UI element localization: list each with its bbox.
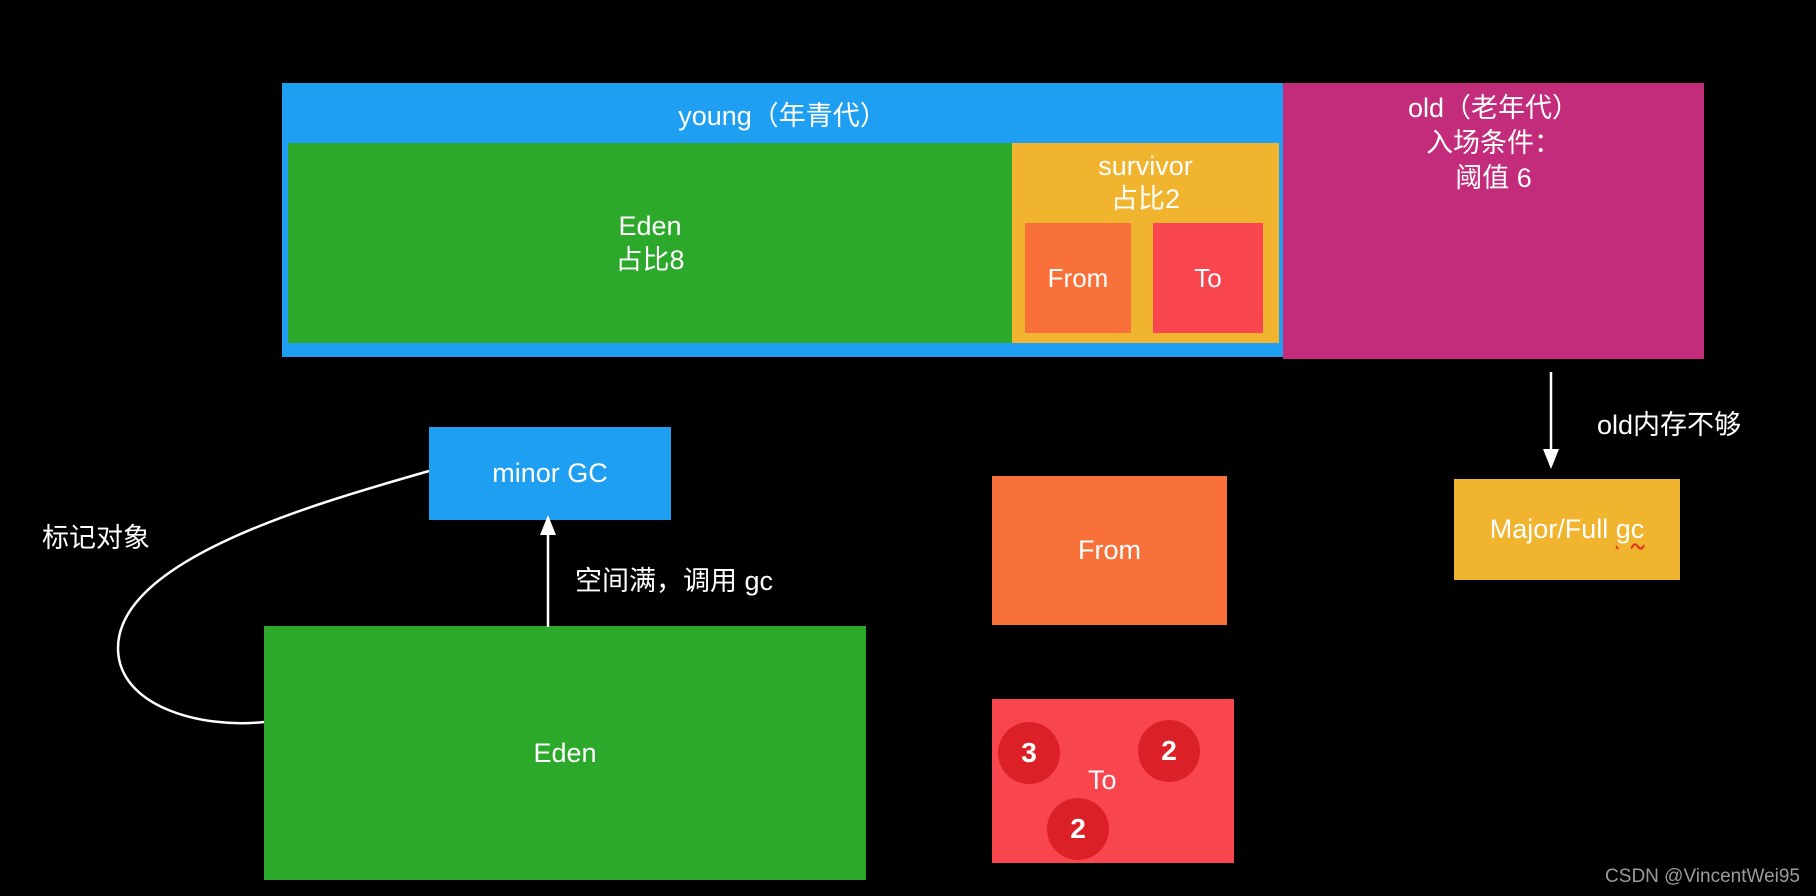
survivor-name: survivor	[1098, 151, 1193, 181]
space-full-call-gc-label: 空间满，调用 gc	[575, 566, 774, 596]
to-bottom-label: To	[1088, 765, 1117, 795]
young-generation-label: young（年青代）	[678, 100, 887, 131]
mark-objects-label: 标记对象	[42, 523, 150, 553]
minor-gc-box: minor GC	[429, 427, 671, 520]
eden-top-ratio: 占比8	[615, 245, 685, 275]
object-age-value: 2	[1161, 735, 1177, 766]
csdn-watermark: CSDN @VincentWei95	[1605, 866, 1800, 887]
survivor-to-box: To	[1153, 223, 1263, 333]
minor-gc-label: minor GC	[492, 458, 608, 488]
survivor-from-label: From	[1047, 262, 1109, 293]
young-generation-title: young（年青代）	[282, 83, 1283, 143]
object-age-value: 2	[1070, 813, 1086, 844]
spellcheck-underline: gc	[1615, 514, 1645, 544]
survivor-ratio: 占比2	[1110, 184, 1181, 214]
eden-bottom-label: Eden	[533, 737, 597, 768]
survivor-from-box: From	[1025, 223, 1131, 333]
object-age-circle: 2	[1047, 798, 1109, 860]
survivor-to-label: To	[1194, 262, 1222, 293]
to-bottom-box: 3 2 2 To	[992, 699, 1234, 863]
old-memory-not-enough-label: old内存不够	[1597, 410, 1742, 440]
object-age-value: 3	[1021, 737, 1037, 768]
old-generation-box: old（老年代） 入场条件： 阈值 6	[1283, 83, 1704, 359]
old-to-majorgc-arrowhead	[1543, 449, 1559, 469]
object-age-circle: 2	[1138, 720, 1200, 782]
eden-top-name: Eden	[618, 211, 682, 241]
old-entry-condition: 入场条件：	[1426, 128, 1561, 158]
old-generation-label: old（老年代）	[1407, 93, 1580, 123]
from-bottom-box: From	[992, 476, 1227, 625]
major-full-gc-label: Major/Full gc	[1489, 514, 1645, 544]
object-age-circle: 3	[998, 722, 1060, 784]
eden-bottom-box: Eden	[264, 626, 866, 880]
eden-top-box: Eden 占比8	[288, 143, 1012, 343]
from-bottom-label: From	[1078, 535, 1141, 565]
major-full-gc-box: Major/Full gc	[1454, 479, 1680, 580]
old-threshold: 阈值 6	[1455, 163, 1532, 193]
